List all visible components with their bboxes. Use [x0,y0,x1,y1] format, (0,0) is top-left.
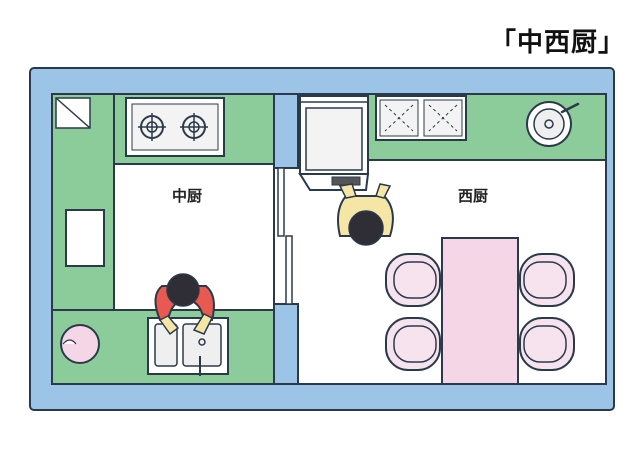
sliding-door-panel [285,235,293,305]
person-yellow-icon [337,183,394,246]
chair-icon [385,317,441,371]
person-red-icon [154,273,215,336]
partition-wall-top [273,93,299,169]
chair-icon [519,253,575,307]
round-bar-sink-icon [526,101,580,147]
sliding-door-panel [277,167,285,237]
diagram-title: 「中西厨」 [490,28,626,58]
dishwasher-icon [298,95,370,191]
appliance-box [65,209,105,267]
corner-cabinet-icon [55,97,91,129]
dining-table [441,237,519,385]
chair-icon [385,253,441,307]
chinese-kitchen-floor [113,163,275,311]
chair-icon [519,317,575,371]
sink-icon [147,317,229,376]
label-chinese-kitchen: 中厨 [172,187,202,205]
gas-stove-icon [125,97,225,157]
induction-cooktop-icon [375,95,467,141]
round-bin-icon [60,324,100,364]
label-western-kitchen: 西厨 [458,187,488,205]
partition-wall-bottom [273,303,299,385]
